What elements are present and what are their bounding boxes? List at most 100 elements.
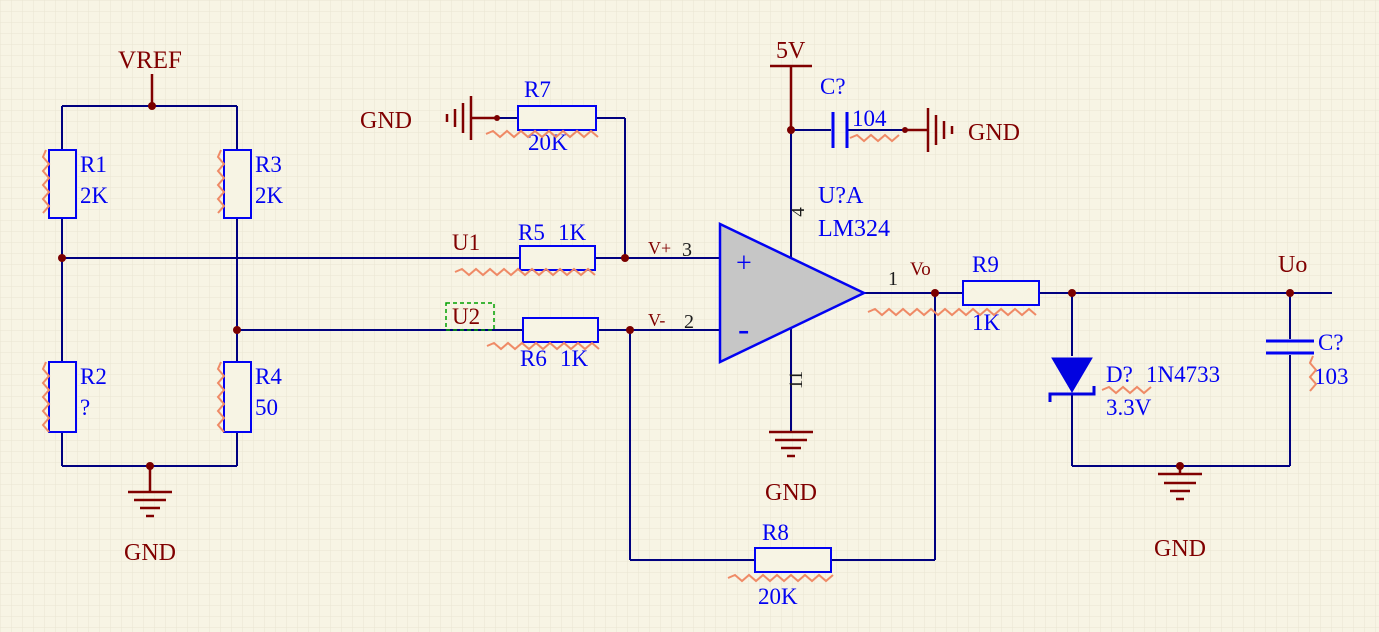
ground-r7[interactable]: GND: [360, 96, 500, 140]
compile-squiggle: [486, 341, 600, 351]
c1-designator[interactable]: C?: [820, 74, 846, 99]
resistor-r4[interactable]: R4 50: [223, 361, 282, 433]
opamp-minus-sign: -: [738, 311, 749, 348]
ground-decoupling[interactable]: GND: [902, 108, 1020, 152]
wire-u2-feedback-net[interactable]: [237, 293, 936, 561]
capacitor-c2[interactable]: C? 103: [1266, 330, 1349, 389]
opamp-designator[interactable]: U?A: [818, 183, 864, 209]
opamp-u1a[interactable]: + - 3 2 1 4 11 U?A LM324: [682, 183, 898, 389]
net-label-u1[interactable]: U1: [452, 230, 480, 255]
resistor-r1[interactable]: R1 2K: [48, 149, 109, 219]
r9-body[interactable]: [962, 280, 1040, 306]
net-label-uo[interactable]: Uo: [1278, 252, 1307, 278]
r8-designator[interactable]: R8: [762, 520, 789, 545]
net-label-vo[interactable]: Vo: [910, 259, 931, 280]
r5-body[interactable]: [519, 245, 596, 271]
r4-designator[interactable]: R4: [255, 364, 282, 389]
pin-number-2: 2: [684, 311, 694, 333]
r1-body[interactable]: [48, 149, 77, 219]
wires: [61, 105, 1332, 561]
c2-value[interactable]: 103: [1314, 364, 1349, 389]
5v-label[interactable]: 5V: [776, 38, 806, 64]
compile-squiggle: [1101, 385, 1152, 395]
junction-dot: [148, 102, 156, 110]
r6-value[interactable]: 1K: [560, 346, 589, 371]
resistor-r5[interactable]: R5 1K: [518, 220, 596, 271]
compile-mask-squiggles: [41, 129, 1318, 583]
ground-opamp-label[interactable]: GND: [765, 480, 817, 506]
pin-number-1: 1: [888, 268, 898, 290]
junction-dot: [787, 126, 795, 134]
junction-dot: [931, 289, 939, 297]
compile-squiggle: [41, 149, 51, 214]
ground-decoupling-label[interactable]: GND: [968, 120, 1020, 146]
compile-squiggle: [867, 307, 1037, 317]
r9-designator[interactable]: R9: [972, 252, 999, 277]
capacitor-c1[interactable]: C? 104: [820, 74, 887, 148]
r2-value[interactable]: ?: [80, 395, 90, 420]
d1-designator[interactable]: D?: [1106, 362, 1133, 387]
net-labels: U1 U2 V+ V- Vo Uo: [445, 230, 1307, 331]
r7-value[interactable]: 20K: [528, 130, 568, 155]
resistor-r9[interactable]: R9 1K: [962, 252, 1040, 335]
ground-r7-pad: [494, 115, 500, 121]
ground-bridge[interactable]: GND: [124, 466, 176, 566]
r5-designator[interactable]: R5: [518, 220, 545, 245]
ground-decoupling-symbol: [905, 108, 954, 152]
compile-squiggle: [1308, 355, 1318, 392]
junction-dot: [233, 326, 241, 334]
d1-cathode-bar: [1048, 386, 1096, 402]
r2-body[interactable]: [48, 361, 77, 433]
r6-body[interactable]: [522, 317, 599, 343]
d1-part-number[interactable]: 1N4733: [1146, 362, 1220, 387]
compile-squiggle: [849, 133, 900, 143]
r2-designator[interactable]: R2: [80, 364, 107, 389]
r4-value[interactable]: 50: [255, 395, 278, 420]
ground-output-label[interactable]: GND: [1154, 536, 1206, 562]
c2-designator[interactable]: C?: [1318, 330, 1344, 355]
c2-plates[interactable]: [1266, 339, 1314, 355]
r3-value[interactable]: 2K: [255, 183, 284, 208]
r7-body[interactable]: [517, 105, 597, 131]
power-port-vref[interactable]: VREF: [118, 47, 182, 106]
resistor-r2[interactable]: R2 ?: [48, 361, 107, 433]
wire-u1-net[interactable]: [62, 117, 720, 259]
r3-designator[interactable]: R3: [255, 152, 282, 177]
r8-value[interactable]: 20K: [758, 584, 798, 609]
ground-bridge-label[interactable]: GND: [124, 540, 176, 566]
ground-opamp[interactable]: GND: [765, 430, 817, 506]
r1-designator[interactable]: R1: [80, 152, 107, 177]
net-label-u2[interactable]: U2: [452, 304, 480, 329]
resistor-r3[interactable]: R3 2K: [223, 149, 284, 219]
net-label-v-minus[interactable]: V-: [648, 310, 665, 330]
r7-designator[interactable]: R7: [524, 77, 551, 102]
c1-plates[interactable]: [831, 112, 849, 148]
opamp-body[interactable]: [718, 222, 867, 364]
d1-triangle[interactable]: [1051, 357, 1093, 393]
ground-opamp-symbol: [769, 430, 813, 458]
opamp-part-number[interactable]: LM324: [818, 216, 890, 242]
compile-squiggle: [216, 361, 226, 433]
r6-designator[interactable]: R6: [520, 346, 547, 371]
d1-value[interactable]: 3.3V: [1106, 395, 1152, 420]
resistor-r6[interactable]: R6 1K: [520, 317, 599, 371]
r3-body[interactable]: [223, 149, 252, 219]
wire-5v-net[interactable]: [790, 129, 905, 257]
pin-number-11: 11: [786, 371, 807, 389]
r1-value[interactable]: 2K: [80, 183, 109, 208]
compile-squiggle: [454, 267, 596, 277]
net-label-v-plus[interactable]: V+: [648, 238, 671, 258]
c1-value[interactable]: 104: [852, 106, 887, 131]
resistor-r7[interactable]: R7 20K: [517, 77, 597, 155]
junction-dot: [58, 254, 66, 262]
power-port-5v[interactable]: 5V: [770, 38, 812, 130]
ground-r7-symbol: [445, 96, 497, 140]
vref-label[interactable]: VREF: [118, 47, 182, 74]
ground-r7-label[interactable]: GND: [360, 108, 412, 134]
ground-decoupling-pad: [902, 127, 908, 133]
r4-body[interactable]: [223, 361, 252, 433]
r8-body[interactable]: [754, 547, 832, 573]
zener-diode-d1[interactable]: D? 1N4733 3.3V: [1048, 357, 1220, 420]
resistor-r8[interactable]: R8 20K: [754, 520, 832, 609]
r5-value[interactable]: 1K: [558, 220, 587, 245]
